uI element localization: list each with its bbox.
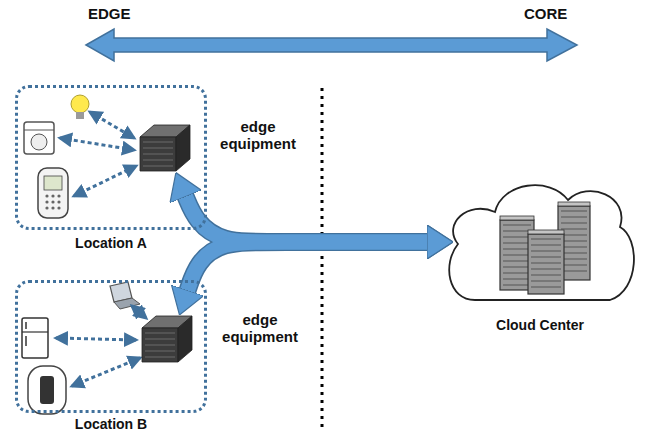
edge-equipment: edge equipment bbox=[140, 125, 190, 171]
refrigerator bbox=[22, 318, 48, 358]
edge-equipment: edge equipment bbox=[142, 316, 192, 362]
zone-label: EDGE bbox=[88, 5, 131, 22]
light-bulb bbox=[71, 95, 89, 119]
zone-label: CORE bbox=[524, 5, 567, 22]
device-link bbox=[56, 306, 146, 386]
cloud-center: Cloud Center bbox=[440, 172, 640, 312]
location-region: edge equipmentLocation B bbox=[15, 280, 207, 413]
divider-line bbox=[321, 88, 324, 428]
cloud-icon bbox=[440, 172, 640, 312]
location-region: edge equipmentLocation A bbox=[15, 85, 207, 230]
smart-watch bbox=[28, 366, 66, 414]
laptop bbox=[110, 282, 140, 309]
equipment-icon bbox=[140, 125, 190, 171]
mobile-phone bbox=[38, 168, 68, 218]
equipment-label: edge equipment bbox=[218, 312, 302, 345]
location-label: Location B bbox=[75, 417, 147, 432]
location-label: Location A bbox=[75, 236, 147, 251]
equipment-icon bbox=[142, 316, 192, 362]
arrow-outline bbox=[187, 242, 428, 291]
equipment-label: edge equipment bbox=[216, 119, 300, 152]
device-link bbox=[60, 112, 136, 196]
data-flow-arrow bbox=[187, 242, 428, 291]
washing-machine bbox=[24, 122, 54, 154]
scale-arrow bbox=[86, 29, 577, 61]
cloud-label: Cloud Center bbox=[496, 318, 584, 333]
